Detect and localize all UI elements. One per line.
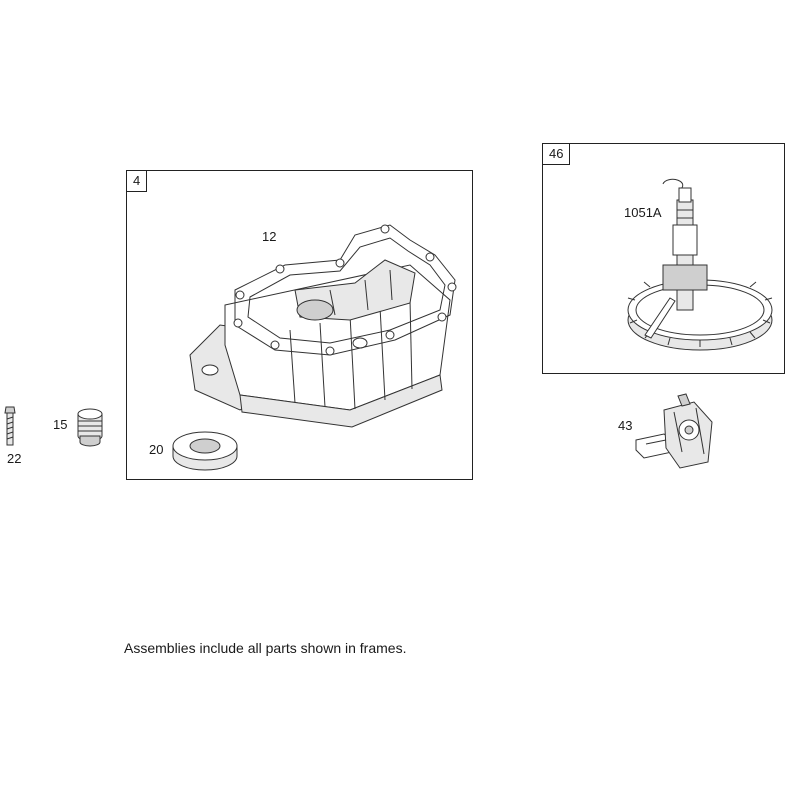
oil-seal-illustration <box>172 431 238 471</box>
frame-camshaft-assembly: 46 <box>542 143 785 374</box>
frame-tag-4: 4 <box>127 171 148 192</box>
callout-12: 12 <box>262 229 277 244</box>
governor-illustration <box>635 393 713 469</box>
camshaft-illustration <box>627 178 773 351</box>
callout-20: 20 <box>149 442 164 457</box>
plug-illustration <box>77 408 103 447</box>
sump-illustration <box>189 224 457 428</box>
assemblies-note: Assemblies include all parts shown in fr… <box>124 640 407 656</box>
callout-43: 43 <box>618 418 633 433</box>
callout-15: 15 <box>53 417 68 432</box>
callout-1051a: 1051A <box>624 205 662 220</box>
screw-illustration <box>4 406 16 446</box>
frame-tag-46: 46 <box>543 144 571 165</box>
callout-22: 22 <box>7 451 22 466</box>
frame-sump-assembly: 4 <box>126 170 473 480</box>
